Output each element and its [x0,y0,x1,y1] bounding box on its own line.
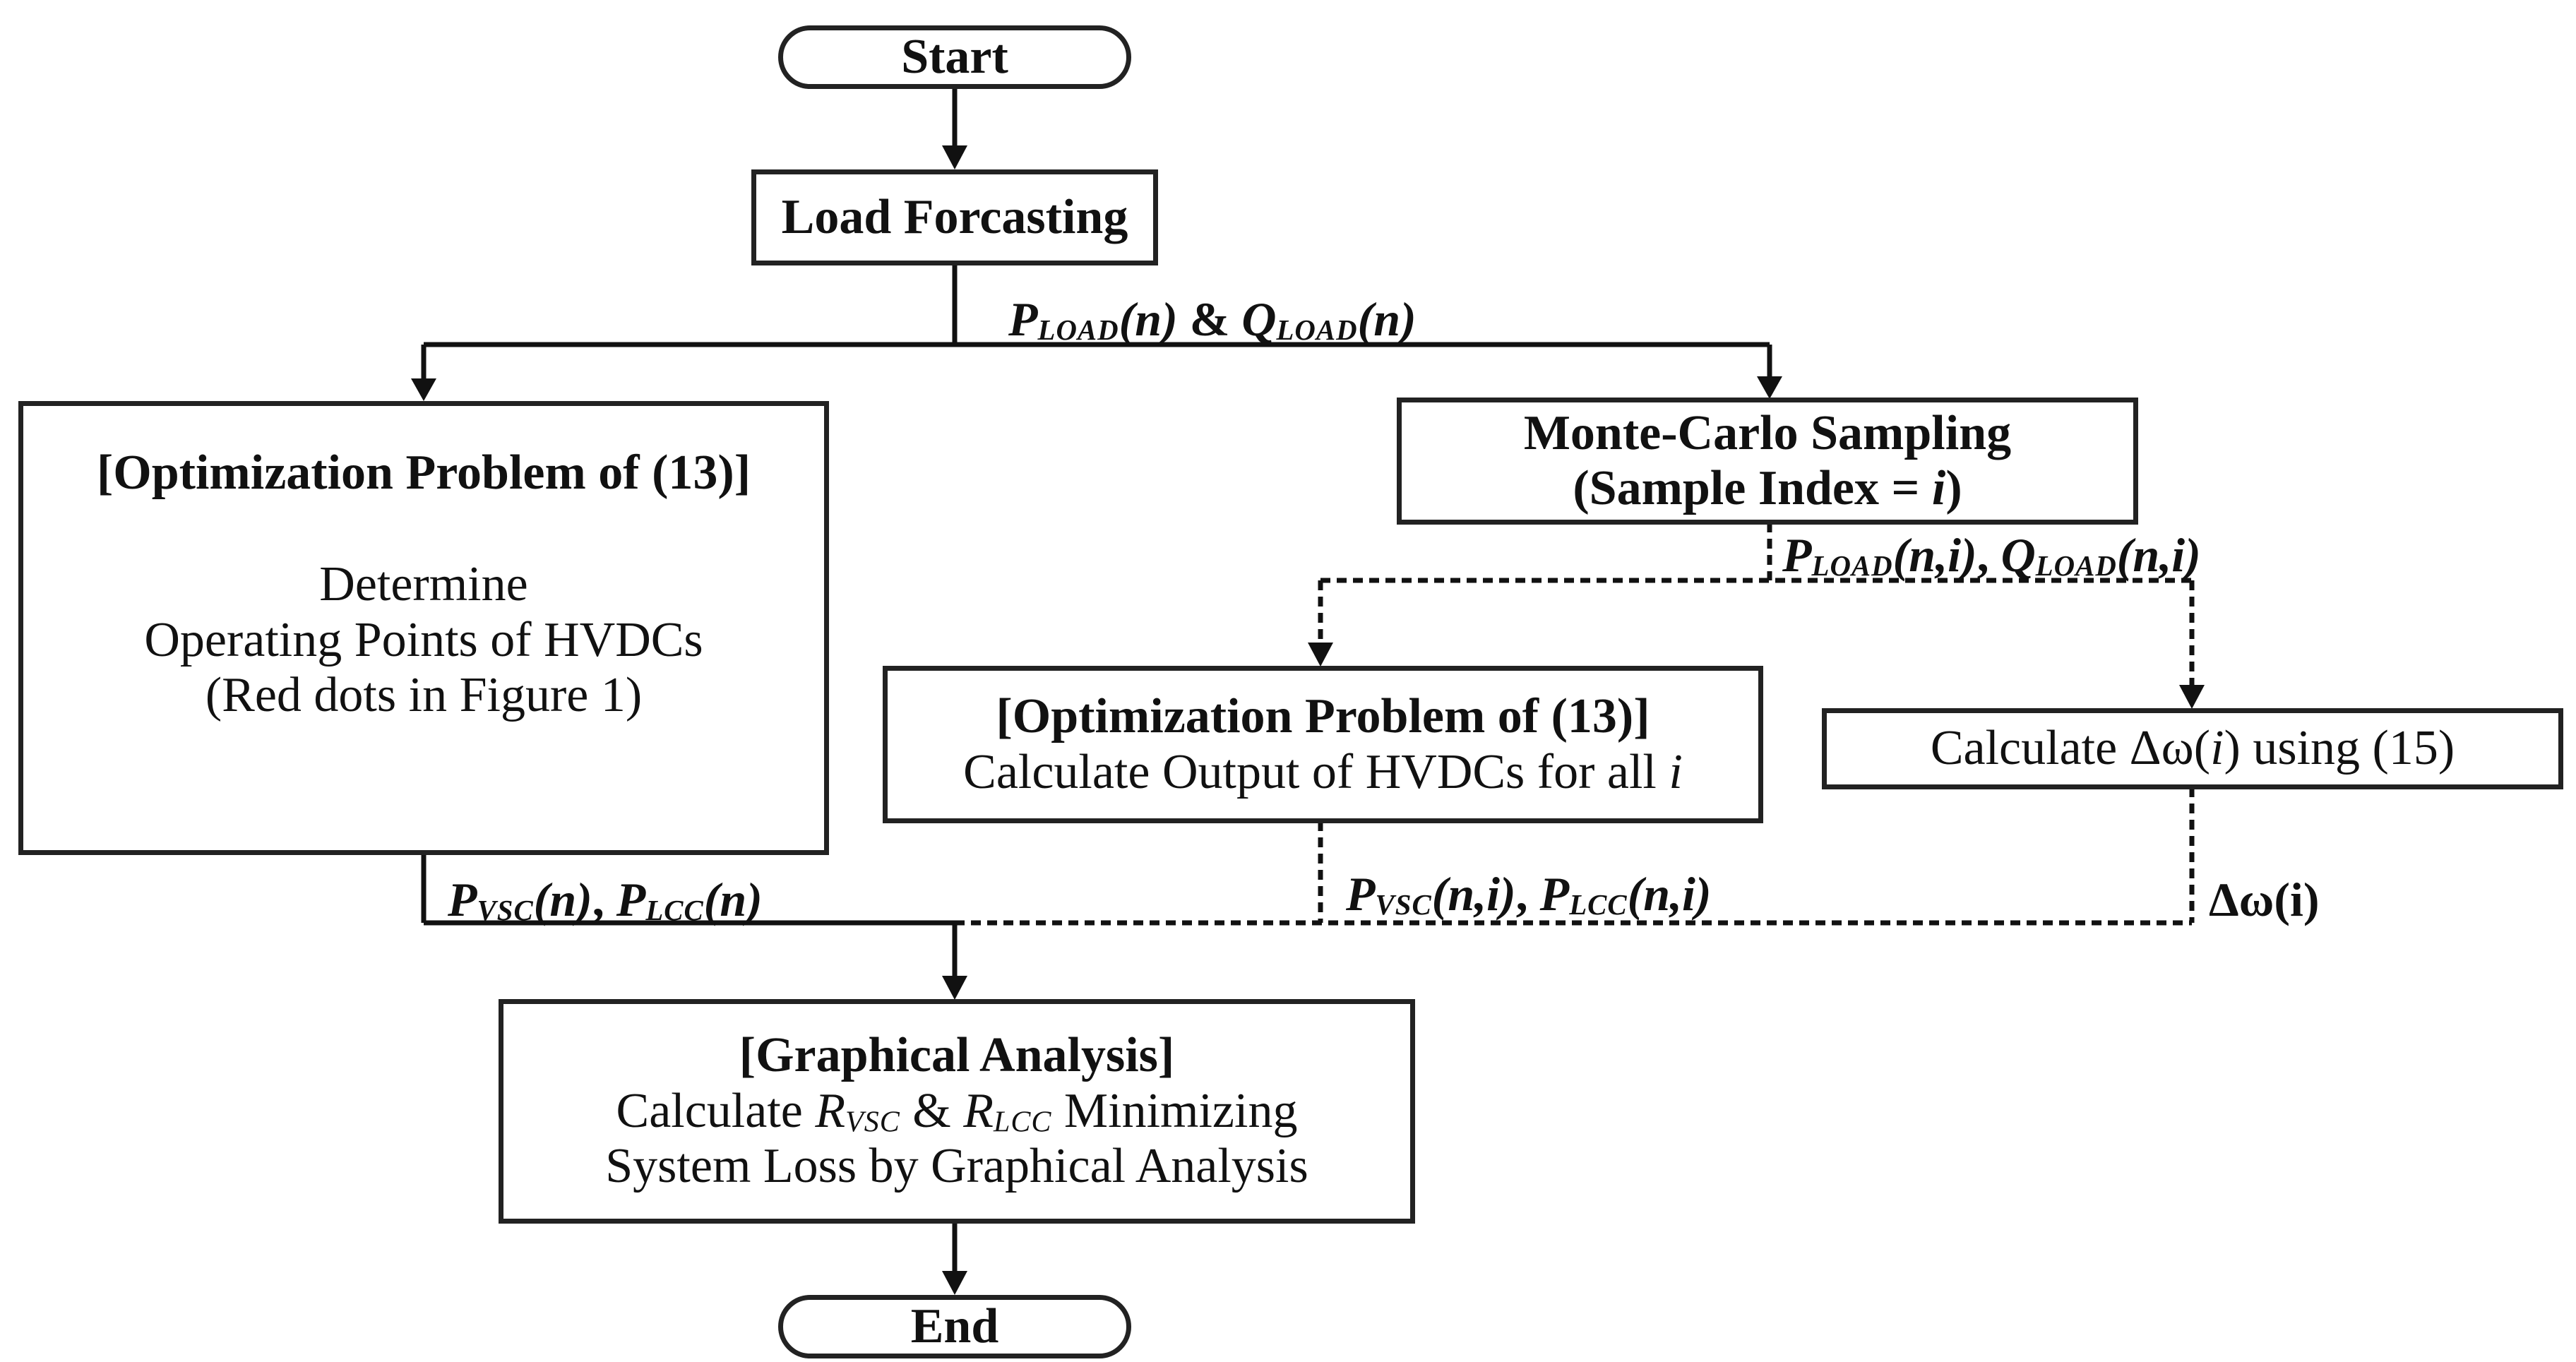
label-pvsc-plcc-ni: PVSC(n,i), PLCC(n,i) [1346,867,1712,921]
start-terminal: Start [778,25,1131,89]
graphical-line2: System Loss by Graphical Analysis [605,1139,1308,1194]
graphical-analysis-box: [Graphical Analysis] Calculate RVSC & RL… [499,999,1415,1224]
optimization-mid-line: Calculate Output of HVDCs for all i [963,744,1683,799]
label-pvsc-plcc-n: PVSC(n), PLCC(n) [448,873,763,927]
graphical-line1: Calculate RVSC & RLCC Minimizing [616,1083,1298,1139]
optimization-left-line1: Determine [319,557,528,612]
end-label: End [910,1298,999,1354]
arrowhead [411,378,436,401]
arrowhead [1308,643,1333,667]
optimization-mid-heading: [Optimization Problem of (13)] [996,689,1650,744]
label-delta-omega: Δω(i) [2209,873,2320,926]
load-forecasting-box: Load Forcasting [751,169,1158,265]
load-forecasting-label: Load Forcasting [781,189,1128,244]
arrowhead [942,145,967,169]
calc-delta-omega-line: Calculate Δω(i) using (15) [1930,721,2455,776]
optimization-left-line2: Operating Points of HVDCs [144,612,703,667]
monte-carlo-line1: Monte-Carlo Sampling [1523,405,2012,460]
optimization-left-heading: [Optimization Problem of (13)] [96,446,751,500]
label-pload-qload-ni: PLOAD(n,i), QLOAD(n,i) [1782,528,2201,583]
calc-delta-omega-box: Calculate Δω(i) using (15) [1822,708,2563,789]
arrowhead [942,976,967,1000]
start-label: Start [901,29,1008,84]
graphical-heading: [Graphical Analysis] [739,1028,1175,1083]
optimization-left-box: [Optimization Problem of (13)] Determine… [18,401,829,855]
arrowhead [942,1271,967,1295]
optimization-left-line3: (Red dots in Figure 1) [205,668,643,723]
monte-carlo-line2: (Sample Index = i) [1573,461,1962,515]
label-pload-qload-n: PLOAD(n) & QLOAD(n) [1008,292,1417,347]
end-terminal: End [778,1295,1131,1358]
monte-carlo-box: Monte-Carlo Sampling (Sample Index = i) [1397,398,2138,525]
optimization-mid-box: [Optimization Problem of (13)] Calculate… [883,666,1763,823]
arrowhead [2179,685,2205,709]
arrowhead [1757,376,1782,399]
